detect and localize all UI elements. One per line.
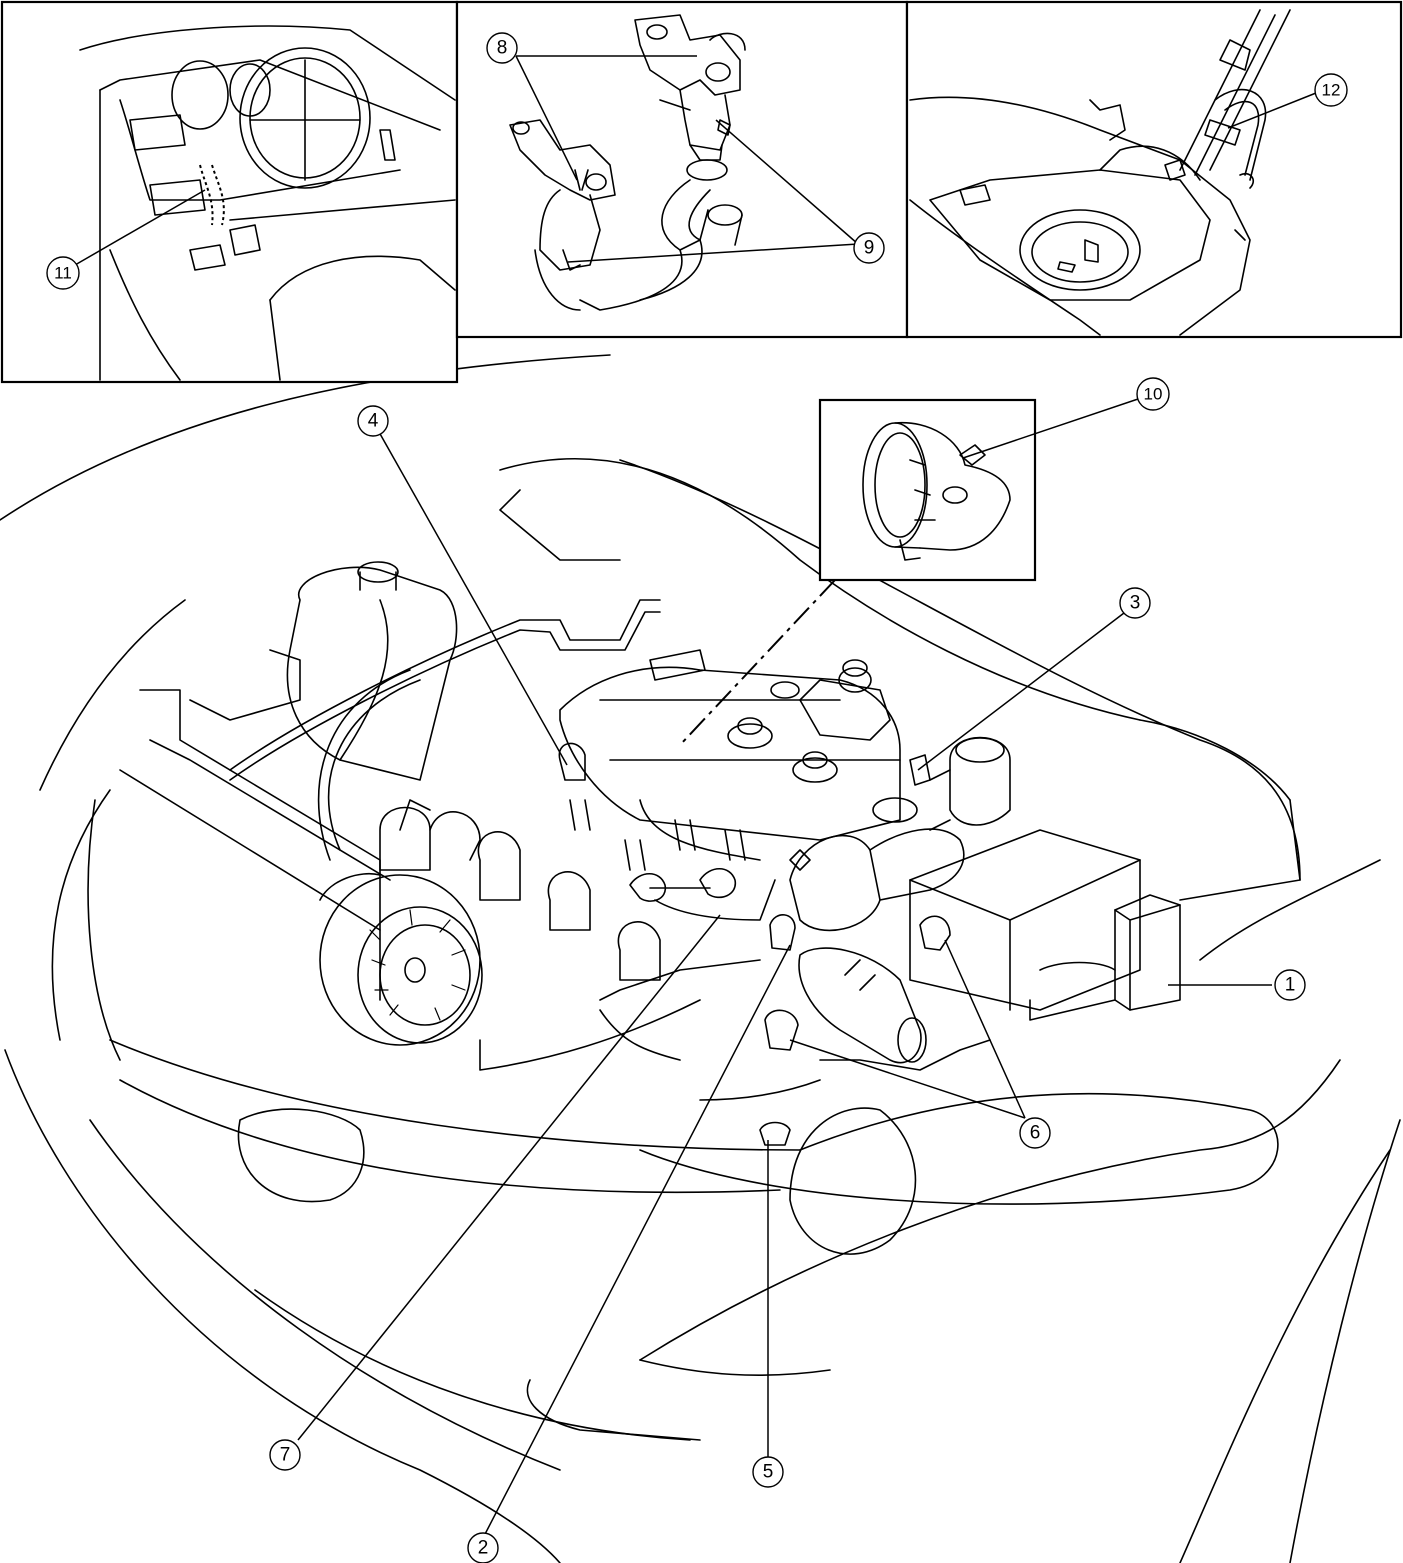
svg-text:2: 2: [478, 1538, 489, 1559]
engine-bay-illustration: [0, 354, 1401, 1563]
callout-6: 6: [1019, 1117, 1051, 1149]
callout-1: 1: [1274, 969, 1306, 1001]
exhaust-manifold-catalyst-icon: [509, 14, 746, 311]
svg-text:12: 12: [1322, 81, 1341, 100]
inset-fuel-tank: [905, 0, 1403, 339]
callout-5: 5: [752, 1456, 784, 1488]
callout-3: 3: [1119, 587, 1151, 619]
svg-text:6: 6: [1030, 1123, 1041, 1144]
callout-4: 4: [357, 405, 389, 437]
svg-text:11: 11: [54, 264, 72, 283]
callout-10: 10: [1136, 377, 1170, 411]
callout-12: 12: [1314, 73, 1348, 107]
svg-text:9: 9: [864, 238, 875, 259]
inset-exhaust: [455, 0, 909, 339]
inset-ac-compressor: [818, 398, 1037, 582]
callout-11: 11: [46, 256, 80, 290]
callout-8: 8: [486, 32, 518, 64]
callout-2: 2: [467, 1532, 499, 1563]
svg-text:8: 8: [497, 38, 508, 59]
ac-compressor-icon: [862, 421, 1011, 561]
leader-lines: [74, 55, 1317, 1539]
svg-text:1: 1: [1285, 975, 1296, 996]
dashboard-interior-icon: [79, 25, 456, 381]
callout-9: 9: [853, 232, 885, 264]
svg-text:3: 3: [1130, 593, 1141, 614]
svg-text:7: 7: [280, 1445, 291, 1466]
svg-text:4: 4: [368, 411, 379, 432]
svg-text:5: 5: [763, 1462, 774, 1483]
fuel-tank-underbody-icon: [909, 9, 1291, 336]
callout-7: 7: [269, 1439, 301, 1471]
inset-dashboard: [0, 0, 459, 384]
svg-text:10: 10: [1144, 385, 1163, 404]
